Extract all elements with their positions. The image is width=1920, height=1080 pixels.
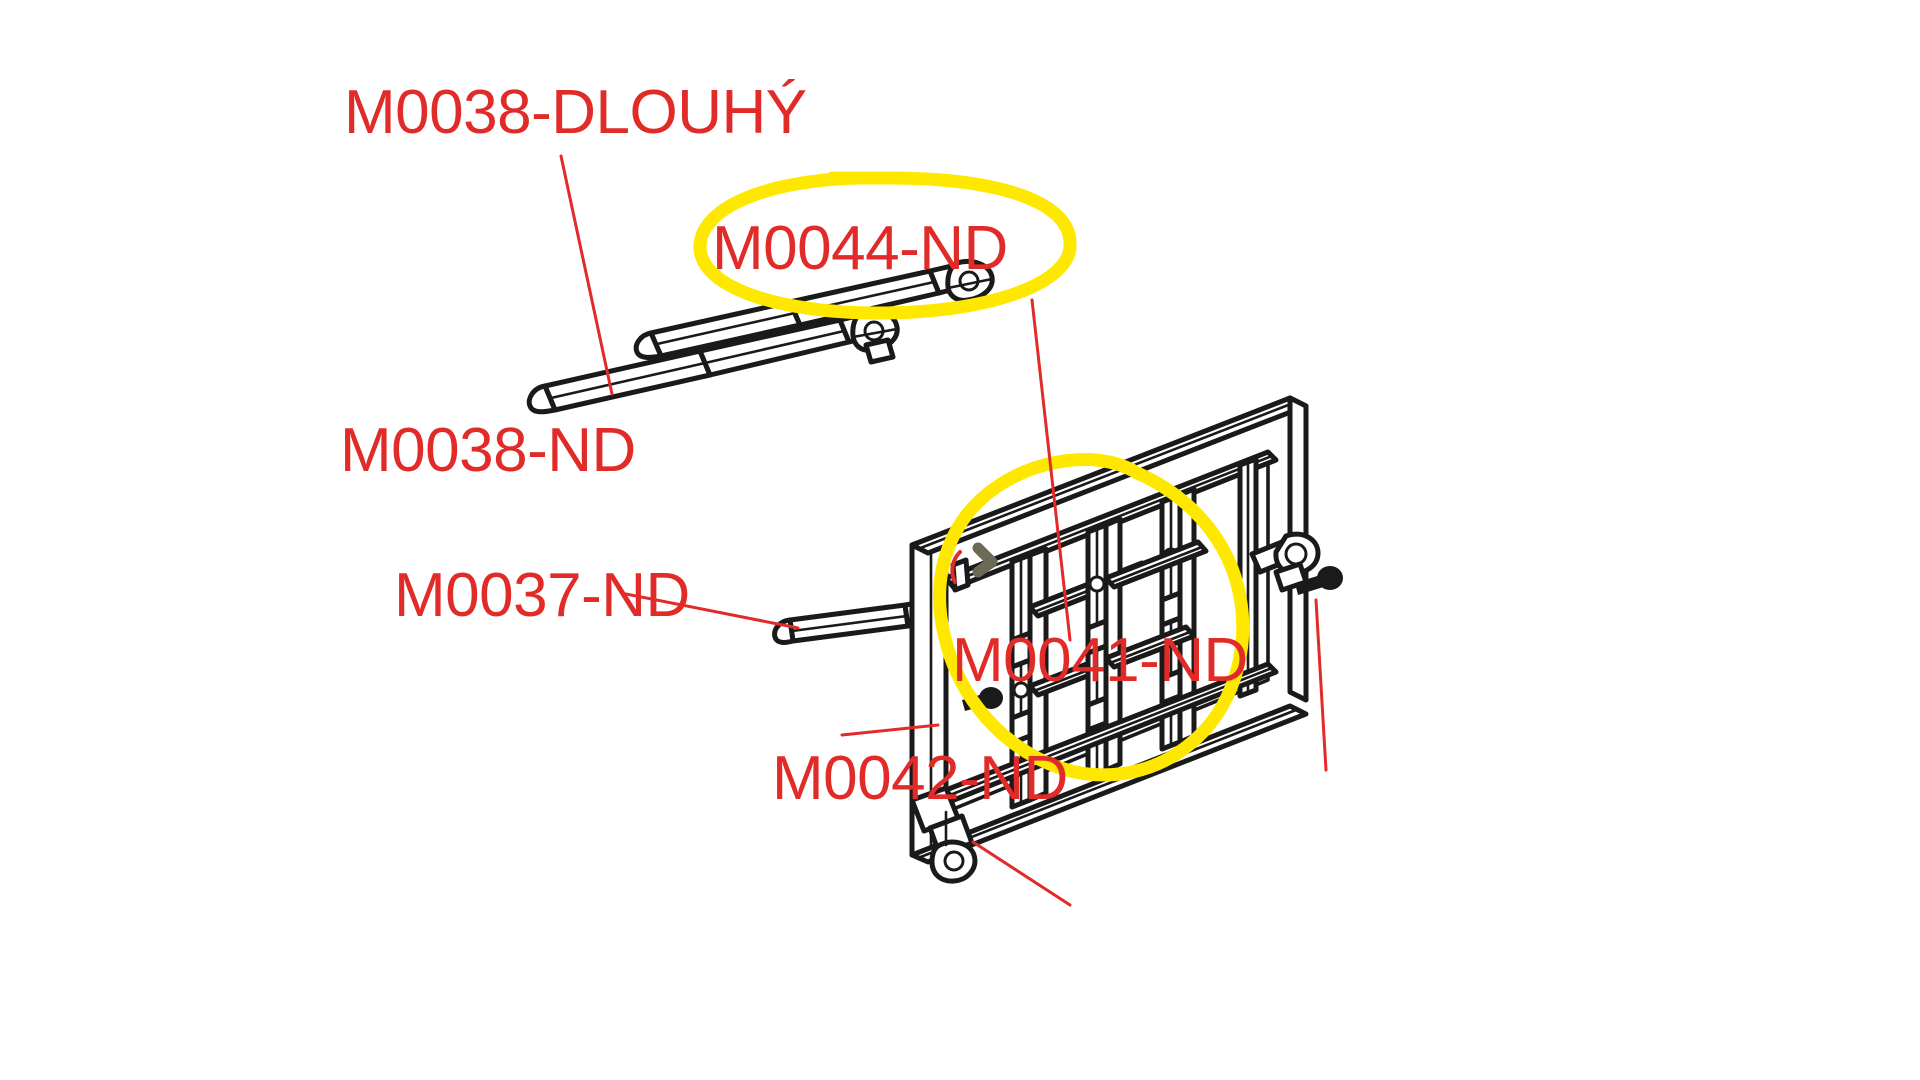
part-label-m0041-nd: M0041-ND	[952, 626, 1248, 695]
part-label-m0042-nd: M0042-ND	[772, 744, 1068, 813]
leader-lines	[559, 154, 1328, 907]
leader-m0044-nd	[1030, 298, 1072, 642]
part-label-m0044-nd: M0044-ND	[712, 214, 1008, 283]
leader-m0041-nd	[1314, 598, 1328, 772]
highlight-ellipse-text-m0044	[693, 171, 1077, 320]
part-gas-strut-long	[526, 308, 900, 415]
part-gas-strut-upper	[633, 259, 995, 360]
inner-crossbar-right-lower	[1103, 624, 1197, 670]
leader-m0042-nd	[971, 840, 1072, 907]
part-label-m0038-dlouhy: M0038-DLOUHÝ	[344, 78, 807, 147]
highlight-ellipse-frame-mechanism	[933, 453, 1250, 782]
leader-m0037-nd	[840, 723, 940, 737]
part-bolt-m0041	[1295, 566, 1343, 595]
leader-m0038-nd	[624, 592, 800, 630]
part-label-m0037-nd: M0037-ND	[394, 561, 690, 630]
leader-m0038-dlouhy	[559, 154, 614, 396]
clip-left-upper	[950, 542, 998, 593]
inner-crossbar-right-upper	[1103, 539, 1209, 590]
part-label-m0038-nd: M0038-ND	[340, 416, 636, 485]
